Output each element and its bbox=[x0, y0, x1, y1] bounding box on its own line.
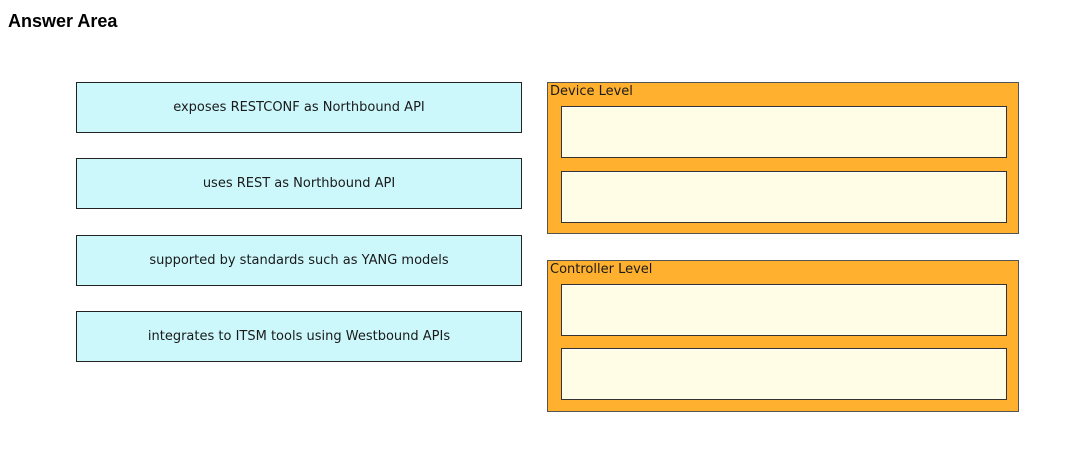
controller-level-zone: Controller Level bbox=[547, 260, 1019, 412]
controller-level-label: Controller Level bbox=[550, 262, 653, 277]
controller-level-slot-2[interactable] bbox=[561, 348, 1007, 400]
option-exposes-restconf[interactable]: exposes RESTCONF as Northbound API bbox=[76, 82, 522, 133]
controller-level-slot-1[interactable] bbox=[561, 284, 1007, 336]
option-integrates-itsm[interactable]: integrates to ITSM tools using Westbound… bbox=[76, 311, 522, 362]
option-uses-rest[interactable]: uses REST as Northbound API bbox=[76, 158, 522, 209]
device-level-slot-1[interactable] bbox=[561, 106, 1007, 158]
device-level-label: Device Level bbox=[550, 84, 633, 99]
device-level-zone: Device Level bbox=[547, 82, 1019, 234]
device-level-slot-2[interactable] bbox=[561, 171, 1007, 223]
option-supported-by-yang[interactable]: supported by standards such as YANG mode… bbox=[76, 235, 522, 286]
answer-area-title: Answer Area bbox=[8, 11, 118, 31]
